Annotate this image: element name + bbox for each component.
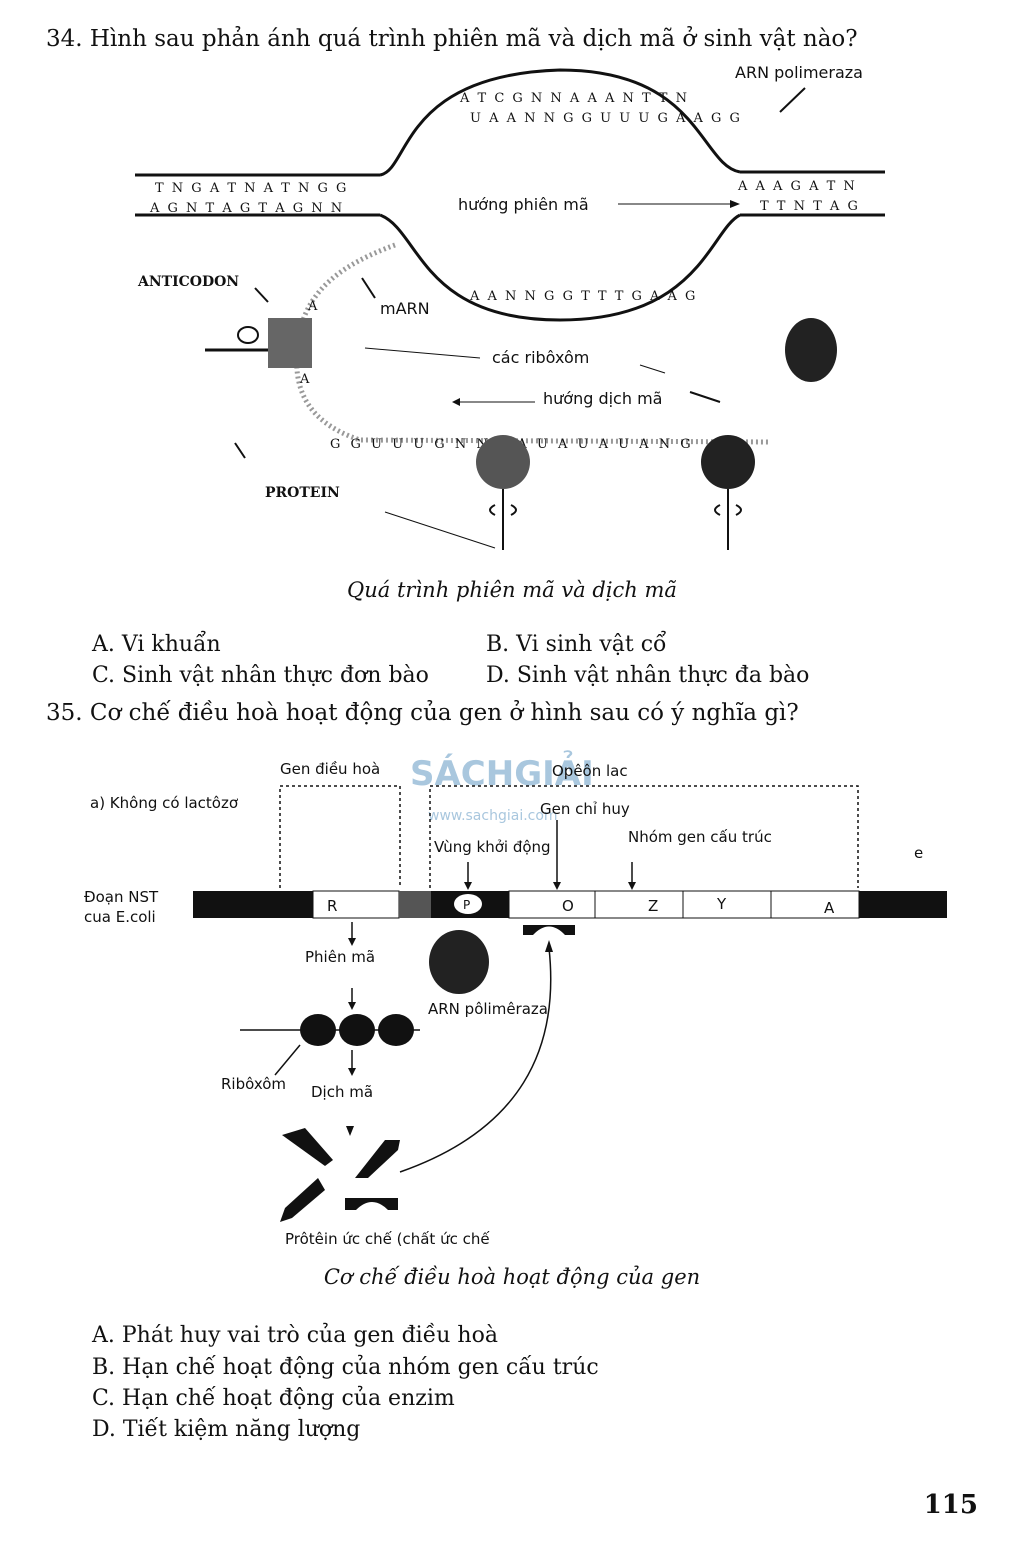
mrna-a1: A (307, 299, 318, 314)
free-ribosome (785, 318, 837, 382)
transcription-translation-figure: ARN polimeraza T N G A T N A T N G G A G… (135, 63, 885, 550)
q34-option-d: D. Sinh vật nhân thực đa bào (486, 663, 810, 688)
bound-repressor (523, 925, 575, 935)
doan-nst-label-1: Đoạn NST (84, 888, 159, 906)
anticodon-label: ANTICODON (137, 274, 239, 290)
figure-34-caption: Quá trình phiên mã và dịch mã (347, 578, 677, 602)
cac-riboxom-label: các ribôxôm (492, 348, 589, 367)
edge-letter: e (914, 844, 923, 862)
gene-p: P (463, 898, 470, 912)
q34-option-b: B. Vi sinh vật cổ (486, 632, 667, 657)
figure-35-caption: Cơ chế điều hoà hoạt động của gen (323, 1265, 701, 1289)
mrna-a2: A (299, 372, 310, 387)
operon-lac-label: Opêôn lac (552, 762, 628, 780)
bubble-bottom-seq: A A N N G G T T T G A A G (469, 289, 697, 304)
dna-top-left-seq: T N G A T N A T N G G (155, 181, 348, 196)
gen-dieu-hoa-label: Gen điều hoà (280, 760, 380, 778)
nhom-gen-cau-truc-label: Nhóm gen cấu trúc (628, 828, 772, 846)
protein-uc-che-label: Prôtêin ức chế (chất ức chế (285, 1230, 490, 1248)
rna-polymerase (429, 930, 489, 994)
question-35: 35. Cơ chế điều hoà hoạt động của gen ở … (46, 700, 799, 726)
arn-polimeraza-label-35: ARN pôlimêraza (428, 1000, 548, 1018)
huong-phien-ma-label: hướng phiên mã (458, 195, 589, 214)
arn-polimeraza-label: ARN polimeraza (735, 63, 863, 82)
ribosome-1 (476, 435, 530, 489)
marn-label: mARN (380, 299, 430, 318)
dich-ma-label: Dịch mã (311, 1083, 373, 1101)
q35-option-a: A. Phát huy vai trò của gen điều hoà (92, 1323, 498, 1348)
gene-o: O (562, 897, 574, 915)
q35-option-c: C. Hạn chế hoạt động của enzim (92, 1386, 455, 1411)
question-34: 34. Hình sau phản ánh quá trình phiên mã… (46, 26, 858, 52)
khong-co-lactozo-label: a) Không có lactôzơ (90, 794, 239, 812)
q34-option-c: C. Sinh vật nhân thực đơn bào (92, 663, 429, 688)
huong-dich-ma-label: hướng dịch mã (543, 389, 662, 408)
watermark-url: www.sachgiai.com (428, 808, 558, 824)
page-number: 115 (923, 1490, 978, 1520)
dna-bottom-right-seq: T T N T A G (760, 199, 860, 214)
trna-ribosome (268, 318, 312, 368)
dna-bottom-left-seq: A G N T A G T A G N N (149, 201, 344, 216)
vung-khoi-dong-label: Vùng khởi động (434, 838, 551, 856)
gene-z: Z (648, 897, 658, 915)
q34-option-a: A. Vi khuẩn (92, 632, 221, 657)
dna-top-right-seq: A A A G A T N (737, 179, 857, 194)
q35-option-b: B. Hạn chế hoạt động của nhóm gen cấu tr… (92, 1355, 599, 1380)
phien-ma-label: Phiên mã (305, 948, 375, 966)
lac-operon-figure: SÁCHGIẢI www.sachgiai.com Gen điều hoà O… (84, 750, 947, 1248)
protein-label: PROTEIN (265, 485, 340, 501)
riboxom-label: Ribôxôm (221, 1075, 286, 1093)
gen-chi-huy-label: Gen chỉ huy (540, 800, 630, 818)
doan-nst-label-2: cua E.coli (84, 908, 156, 926)
gene-a: A (824, 899, 835, 917)
gene-r: R (327, 897, 337, 915)
bubble-top-seq: A T C G N N A A A N T T N (459, 91, 689, 106)
q35-option-d: D. Tiết kiệm năng lượng (92, 1417, 361, 1442)
bubble-inner-seq: U A A N N G G U U U G A A G G (470, 111, 742, 126)
gene-y: Y (716, 895, 727, 913)
ribosome-2 (701, 435, 755, 489)
